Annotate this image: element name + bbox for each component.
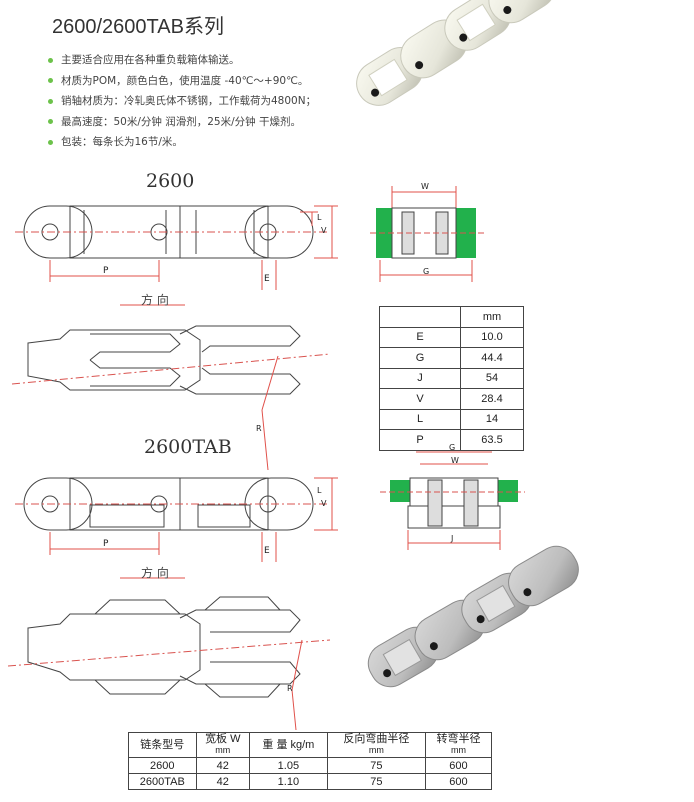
- dim-key: P: [379, 429, 461, 451]
- dim-letter-w: W: [421, 182, 429, 191]
- dim-letter-e: E: [264, 546, 270, 556]
- page-title: 2600/2600TAB系列: [52, 16, 224, 38]
- table-cell: 600: [424, 757, 493, 774]
- table-row: L 14: [379, 408, 524, 430]
- table-row: 2600 42 1.05 75 600: [128, 757, 493, 774]
- chain-photo-2600tab: [367, 545, 579, 688]
- table-row: E 10.0: [379, 326, 524, 348]
- dim-value: 54: [460, 367, 524, 389]
- feature-list: 主要适合应用在各种重负载箱体输送。 材质为POM，颜色白色，使用温度 -40℃～…: [48, 50, 316, 153]
- dim-value: 10.0: [460, 326, 524, 348]
- dim-letter-p: P: [103, 539, 109, 549]
- dim-letter-v: V: [321, 499, 327, 508]
- chain-photo-2600: [356, 0, 556, 106]
- table-row: P 63.5: [379, 429, 524, 451]
- direction-label: 方 向: [141, 566, 169, 580]
- dim-letter-e: E: [264, 274, 270, 284]
- dim-value: 14: [460, 408, 524, 430]
- dim-value: 28.4: [460, 388, 524, 410]
- table-row: mm: [379, 306, 524, 328]
- list-item: 包装：每条长为16节/米。: [48, 132, 316, 153]
- table-cell: [379, 306, 461, 328]
- list-item: 材质为POM，颜色白色，使用温度 -40℃～+90℃。: [48, 71, 316, 92]
- table-row: J 54: [379, 367, 524, 389]
- model-label-2600tab: 2600TAB: [144, 436, 232, 458]
- table-cell: 1.10: [249, 773, 328, 790]
- curve-view-2600: [11, 304, 331, 471]
- direction-label: 方 向: [141, 293, 169, 307]
- list-item: 最高速度：50米/分钟 润滑剂，25米/分钟 干燥剂。: [48, 112, 316, 133]
- list-item: 销轴材质为：冷轧奥氏体不锈钢，工作载荷为4800N；: [48, 91, 316, 112]
- side-view-2600tab: [15, 477, 338, 562]
- dim-letter-j: J: [451, 534, 454, 543]
- dim-value: 44.4: [460, 347, 524, 369]
- dimension-table: mm E 10.0 G 44.4 J 54 V 28.4 L 14 P 63.5: [379, 306, 524, 451]
- dim-letter-g: G: [423, 267, 430, 276]
- curve-view-2600tab: [7, 577, 331, 731]
- table-row: G 44.4: [379, 347, 524, 369]
- bullet-dot-icon: [48, 98, 53, 104]
- table-cell: 600: [424, 773, 493, 790]
- side-view-2600: [15, 205, 338, 290]
- bullet-dot-icon: [48, 57, 53, 63]
- column-header: 重 量 kg/m: [249, 732, 328, 758]
- table-cell: 75: [326, 773, 426, 790]
- dim-key: V: [379, 388, 461, 410]
- dim-key: E: [379, 326, 461, 348]
- end-view-2600tab: [380, 451, 525, 550]
- dim-letter-l: L: [317, 213, 322, 222]
- table-cell: 42: [195, 773, 251, 790]
- dim-letter-r: R: [287, 684, 293, 693]
- table-cell: 1.05: [249, 757, 328, 774]
- bullet-dot-icon: [48, 139, 53, 145]
- dim-letter-v: V: [321, 226, 327, 235]
- table-row: 2600TAB 42 1.10 75 600: [128, 773, 493, 790]
- dim-key: G: [379, 347, 461, 369]
- dim-letter-r: R: [256, 424, 262, 433]
- bullet-dot-icon: [48, 78, 53, 83]
- table-row: V 28.4: [379, 388, 524, 410]
- unit-header: mm: [460, 306, 524, 328]
- bullet-dot-icon: [48, 119, 53, 124]
- table-cell: 2600: [128, 757, 197, 774]
- dim-key: L: [379, 408, 461, 430]
- dim-letter-p: P: [103, 266, 109, 276]
- dim-key: J: [379, 367, 461, 389]
- model-label-2600: 2600: [146, 170, 195, 192]
- dim-letter-l: L: [317, 486, 322, 495]
- list-item: 主要适合应用在各种重负载箱体输送。: [48, 50, 316, 71]
- table-cell: 75: [326, 757, 426, 774]
- dim-letter-w: W: [451, 456, 459, 465]
- column-header: 链条型号: [128, 732, 197, 758]
- dim-value: 63.5: [460, 429, 524, 451]
- table-cell: 2600TAB: [128, 773, 197, 790]
- table-cell: 42: [195, 757, 251, 774]
- end-view-2600: [370, 186, 485, 282]
